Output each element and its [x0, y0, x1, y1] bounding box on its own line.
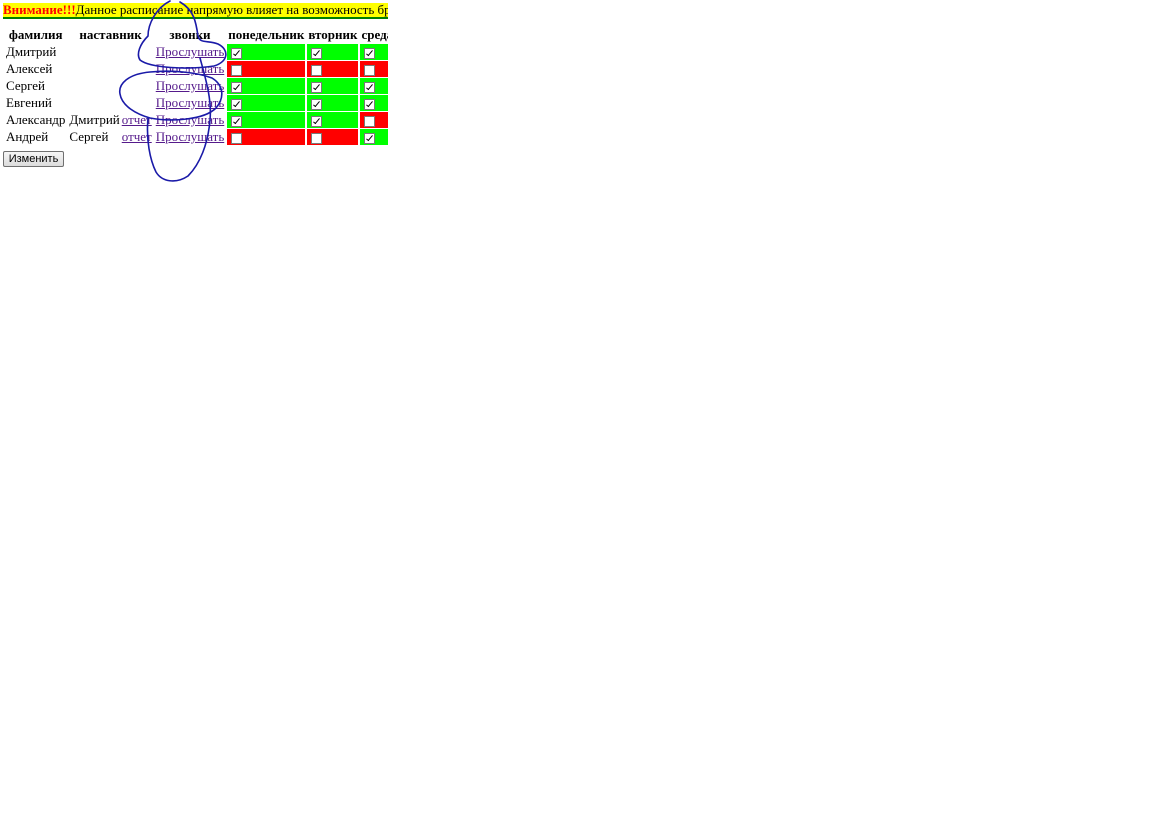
cell-surname: Дмитрий — [6, 44, 57, 59]
availability-checkbox[interactable] — [311, 115, 323, 127]
warning-label: Внимание!!! — [3, 2, 76, 17]
cell-wednesday — [360, 129, 388, 145]
cell-mentor: Дмитрий — [69, 112, 120, 127]
report-link[interactable]: отчет — [121, 129, 152, 144]
cell-monday — [227, 112, 306, 128]
cell-wednesday — [360, 78, 388, 94]
listen-link[interactable]: Прослушать — [155, 112, 225, 127]
table-row: Сергей Прослушать — [5, 78, 388, 94]
cell-tuesday — [307, 112, 359, 128]
availability-checkbox[interactable] — [231, 81, 243, 93]
cell-monday — [227, 95, 306, 111]
schedule-frame: Внимание!!!Данное расписание напрямую вл… — [0, 0, 388, 190]
col-tuesday: вторник — [308, 27, 358, 42]
cell-mentor: Сергей — [69, 129, 109, 144]
change-button[interactable]: Изменить — [3, 151, 64, 167]
col-wednesday: среда — [361, 27, 388, 42]
col-monday: понедельник — [228, 27, 305, 42]
availability-checkbox[interactable] — [311, 64, 323, 76]
availability-checkbox[interactable] — [311, 132, 323, 144]
cell-surname: Александр — [6, 112, 66, 127]
cell-monday — [227, 78, 306, 94]
cell-calls: Прослушать — [155, 44, 226, 60]
cell-report — [122, 78, 153, 94]
table-row: Алексей Прослушать — [5, 61, 388, 77]
cell-report: отчет — [122, 129, 153, 145]
col-surname: фамилия — [8, 27, 63, 42]
availability-checkbox[interactable] — [231, 47, 243, 59]
availability-checkbox[interactable] — [364, 81, 376, 93]
availability-checkbox[interactable] — [364, 47, 376, 59]
cell-wednesday — [360, 61, 388, 77]
cell-surname: Алексей — [6, 61, 53, 76]
cell-mentor — [68, 95, 119, 111]
cell-surname: Андрей — [6, 129, 49, 144]
cell-calls: Прослушать — [155, 78, 226, 94]
cell-mentor — [68, 61, 119, 77]
availability-checkbox[interactable] — [364, 115, 376, 127]
cell-calls: Прослушать — [155, 129, 226, 145]
listen-link[interactable]: Прослушать — [155, 44, 225, 59]
cell-tuesday — [307, 61, 359, 77]
cell-report — [122, 61, 153, 77]
cell-monday — [227, 44, 306, 60]
availability-checkbox[interactable] — [311, 47, 323, 59]
table-row: Евгений Прослушать — [5, 95, 388, 111]
cell-report — [122, 44, 153, 60]
cell-calls: Прослушать — [155, 112, 226, 128]
cell-tuesday — [307, 129, 359, 145]
cell-report — [122, 95, 153, 111]
cell-report: отчет — [122, 112, 153, 128]
cell-wednesday — [360, 112, 388, 128]
cell-surname: Евгений — [6, 95, 52, 110]
listen-link[interactable]: Прослушать — [155, 61, 225, 76]
cell-mentor — [68, 78, 119, 94]
cell-tuesday — [307, 78, 359, 94]
availability-checkbox[interactable] — [311, 81, 323, 93]
availability-checkbox[interactable] — [364, 98, 376, 110]
header-row: фамилия наставник звонки понедельник вто… — [5, 27, 388, 43]
listen-link[interactable]: Прослушать — [155, 129, 225, 144]
cell-monday — [227, 129, 306, 145]
report-link[interactable]: отчет — [121, 112, 152, 127]
schedule-table: фамилия наставник звонки понедельник вто… — [3, 26, 388, 146]
listen-link[interactable]: Прослушать — [155, 78, 225, 93]
listen-link[interactable]: Прослушать — [155, 95, 225, 110]
cell-mentor — [68, 44, 119, 60]
table-row: Дмитрий Прослушать — [5, 44, 388, 60]
cell-monday — [227, 61, 306, 77]
availability-checkbox[interactable] — [311, 98, 323, 110]
availability-checkbox[interactable] — [364, 64, 376, 76]
col-mentor: наставник — [79, 27, 142, 42]
cell-wednesday — [360, 95, 388, 111]
cell-calls: Прослушать — [155, 61, 226, 77]
cell-tuesday — [307, 44, 359, 60]
warning-banner: Внимание!!!Данное расписание напрямую вл… — [3, 3, 388, 19]
warning-text: Данное расписание напрямую влияет на воз… — [75, 2, 388, 17]
availability-checkbox[interactable] — [231, 98, 243, 110]
availability-checkbox[interactable] — [231, 132, 243, 144]
cell-surname: Сергей — [6, 78, 45, 93]
cell-calls: Прослушать — [155, 95, 226, 111]
availability-checkbox[interactable] — [231, 115, 243, 127]
availability-checkbox[interactable] — [231, 64, 243, 76]
cell-tuesday — [307, 95, 359, 111]
cell-wednesday — [360, 44, 388, 60]
availability-checkbox[interactable] — [364, 132, 376, 144]
col-calls: звонки — [169, 27, 211, 42]
